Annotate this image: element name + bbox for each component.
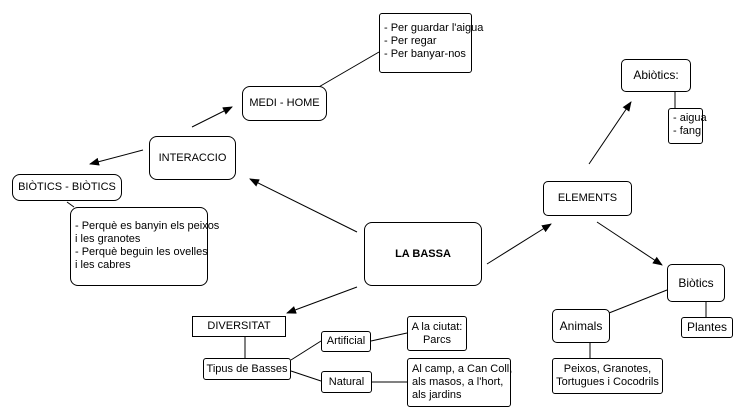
ciutat-line: Parcs bbox=[422, 333, 452, 346]
node-ciutat: A la ciutat: Parcs bbox=[407, 316, 467, 351]
node-biotics-biotics: BIÒTICS - BIÒTICS bbox=[12, 174, 122, 201]
line-biotics-to-animals bbox=[608, 289, 668, 314]
biotics-list-item: - Perquè es banyin els peixos bbox=[75, 220, 220, 232]
node-artificial: Artificial bbox=[321, 331, 371, 352]
arrow-elements-to-biotics bbox=[596, 221, 663, 266]
node-tipus-basses: Tipus de Basses bbox=[203, 358, 291, 380]
arrow-bassa-to-diversitat bbox=[286, 286, 358, 314]
arrow-bassa-to-elements bbox=[486, 223, 552, 265]
line-biotics-to-list bbox=[66, 201, 75, 208]
medi-home-list-item: - Per banyar-nos bbox=[384, 48, 466, 60]
camp-line: Al camp, a Can Coll, bbox=[412, 363, 513, 375]
camp-line: als masos, a l'hort, bbox=[412, 376, 504, 388]
ciutat-line: A la ciutat: bbox=[411, 320, 463, 333]
node-diversitat: DIVERSITAT bbox=[192, 316, 286, 337]
arrow-elements-to-abiotics bbox=[588, 101, 632, 165]
abiotics-list-item: - fang bbox=[673, 125, 702, 137]
node-abiotics-list: - aigua - fang bbox=[668, 108, 707, 144]
biotics-list-item: i les granotes bbox=[75, 233, 141, 245]
node-abiotics: Abiòtics: bbox=[621, 59, 691, 92]
node-medi-home-list: - Per guardar l'aigua - Per regar - Per … bbox=[379, 13, 484, 73]
arrow-interaccio-to-medi-home bbox=[191, 106, 233, 128]
biotics-list-item: - Perquè beguin les ovelles bbox=[75, 246, 208, 258]
node-elements: ELEMENTS bbox=[543, 181, 632, 216]
line-medi-home-to-list bbox=[316, 51, 380, 89]
node-plantes: Plantes bbox=[681, 317, 733, 338]
animals-list-item: Tortugues i Cocodrils bbox=[556, 376, 659, 388]
arrow-interaccio-to-biotics bbox=[89, 149, 144, 166]
node-interaccio: INTERACCIO bbox=[149, 136, 236, 180]
biotics-list-item: i les cabres bbox=[75, 259, 131, 271]
abiotics-list-item: - aigua bbox=[673, 112, 707, 124]
line-tipus-to-artificial bbox=[290, 340, 322, 361]
line-artificial-to-ciutat bbox=[370, 332, 408, 342]
node-medi-home: MEDI - HOME bbox=[242, 86, 327, 121]
node-natural: Natural bbox=[321, 371, 372, 393]
camp-line: als jardins bbox=[412, 389, 462, 401]
node-animals: Animals bbox=[552, 309, 610, 343]
animals-list-item: Peixos, Granotes, bbox=[563, 363, 652, 375]
arrow-bassa-to-interaccio bbox=[249, 178, 358, 233]
node-la-bassa: LA BASSA bbox=[364, 222, 482, 286]
node-camp: Al camp, a Can Coll, als masos, a l'hort… bbox=[407, 358, 513, 407]
node-biotics: Biòtics bbox=[667, 264, 725, 302]
node-biotics-biotics-list: - Perquè es banyin els peixos i les gran… bbox=[70, 207, 220, 286]
node-animals-list: Peixos, Granotes, Tortugues i Cocodrils bbox=[552, 358, 663, 394]
line-tipus-to-natural bbox=[290, 370, 322, 382]
medi-home-list-item: - Per regar bbox=[384, 35, 437, 47]
medi-home-list-item: - Per guardar l'aigua bbox=[384, 22, 484, 34]
